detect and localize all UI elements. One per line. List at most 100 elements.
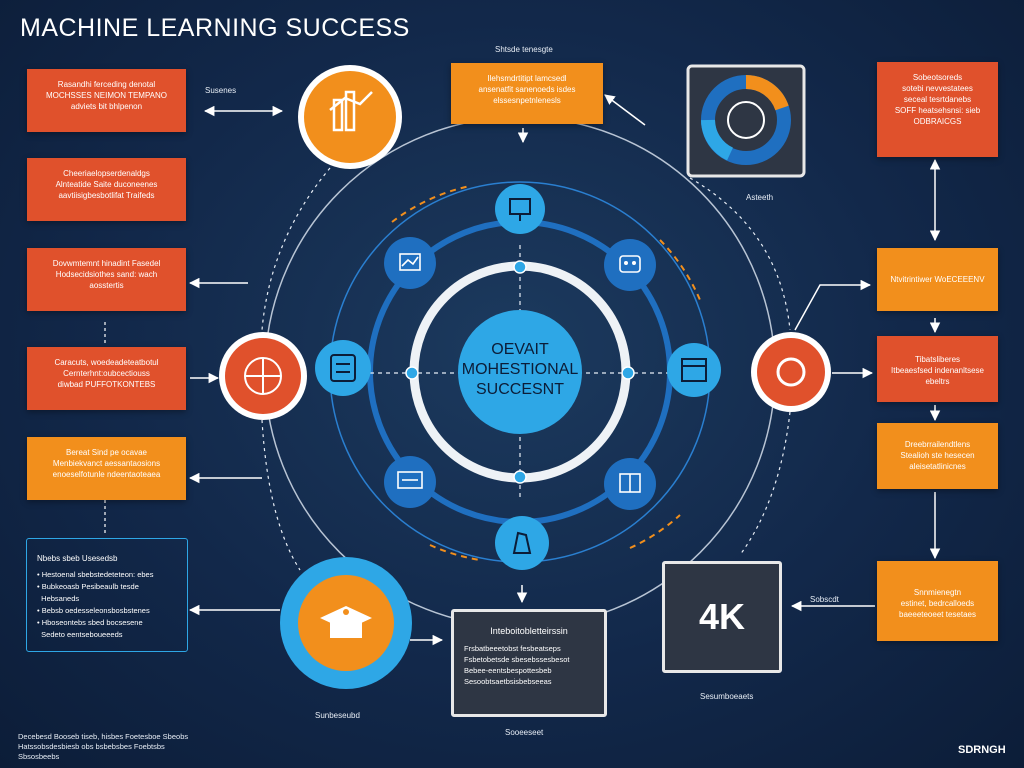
face-icon — [315, 340, 371, 396]
orange-arc — [391, 185, 471, 223]
box-line: Cernterhnt:oubcectiouss — [63, 369, 150, 378]
right-box-4: Dreebrrailendtlens Stealioh ste hesecen … — [877, 423, 998, 489]
box-line: aleisetatlinicnes — [909, 462, 966, 471]
box-line: Bereat Sind pe ocavae — [66, 448, 147, 457]
4k-monitor: 4K — [662, 561, 782, 673]
list-item: Hebsaneds — [37, 593, 177, 605]
bullet-list-box: Nbebs sbeb Usesedsb • Hestoenal sbebsted… — [26, 538, 188, 652]
list-item: • Hboseontebs sbed bocsesene — [37, 618, 143, 627]
bottom-info-panel: Inteboitobletteirssin Frsbatbeeetobst fe… — [451, 609, 607, 717]
list-item: • Bebsb oedesseleonsbosbstenes — [37, 606, 150, 615]
wrench-icon — [604, 458, 656, 510]
calendar-icon — [667, 343, 721, 397]
left-box-1: Rasandhi ferceding denotal MOCHSSES NEIM… — [27, 69, 186, 132]
box-line: Menbiekvanct aessantaosions — [52, 459, 161, 468]
left-box-2: Cheeriaelopserdenaldgs Alnteatide Saite … — [27, 158, 186, 221]
box-line: ODBRAICGS — [913, 117, 962, 126]
panel-line: Fsbetobetsde sbesebssesbesot — [464, 655, 570, 664]
box-line: Dovwmtemnt hinadint Fasedel — [52, 259, 161, 268]
box-line: Ilehsmdrtitipt lamcsedl — [487, 74, 567, 83]
bar-chart-icon — [384, 237, 436, 289]
robot-icon — [604, 239, 656, 291]
box-line: baeeeteoeet tesetaes — [899, 610, 976, 619]
box-line: Itbeaesfsed indenanltsese — [891, 366, 984, 375]
monitor-icon — [384, 456, 436, 508]
box-line: estinet, bedrcalloeds — [900, 599, 975, 608]
box-line: Hodsecidsiothes sand: wach — [55, 270, 158, 279]
right-box-2: Ntvitrintiwer WoECEEENV — [877, 248, 998, 311]
footer-line: Hatssobsdesbiesb obs bsbebsbes Foebtsbs — [18, 742, 165, 751]
box-line: elssesnpetnlenesls — [493, 96, 561, 105]
list-item-text: Hboseontebs sbed bocsesene — [41, 618, 143, 627]
box-line: Rasandhi ferceding denotal — [57, 80, 156, 89]
box-line: Ntvitrintiwer WoECEEENV — [890, 275, 985, 284]
list-item-text: Hebsaneds — [41, 594, 80, 603]
monitor-4k-label: 4K — [698, 596, 746, 637]
box-line: diwbad PUFFOTKONTEBS — [57, 380, 156, 389]
analytics-circle — [298, 65, 402, 169]
graduation-circle — [280, 557, 412, 689]
panel-line: Sesoobtsaetbsisbebseeas — [464, 677, 552, 686]
right-box-1: Sobeotsoreds sotebi nevvestatees seceal … — [877, 62, 998, 157]
box-line: sotebi nevvestatees — [902, 84, 973, 93]
footer-text: Decebesd Booseb tiseb, hisbes Foetesboe … — [18, 732, 188, 762]
list-item: Sedeto eentseboueeeds — [37, 629, 177, 641]
orange-arc — [629, 514, 681, 549]
box-line: ebeltrs — [925, 377, 950, 386]
center-circle — [458, 310, 582, 434]
center-line: MOHESTIONAL — [461, 361, 579, 378]
orange-arc — [659, 239, 701, 301]
list-heading: Nbebs sbeb Usesedsb — [37, 554, 118, 563]
globe-circle — [219, 332, 307, 420]
left-box-5: Bereat Sind pe ocavae Menbiekvanct aessa… — [27, 437, 186, 500]
label-bottom-center: Sooeeseet — [505, 728, 544, 737]
right-box-3: Tibatsliberes Itbeaesfsed indenanltsese … — [877, 336, 998, 402]
label-top-center: Shtsde tenesgte — [495, 45, 553, 54]
page-title: MACHINE LEARNING SUCCESS — [20, 14, 410, 42]
box-line: Sobeotsoreds — [912, 73, 963, 82]
label-bottom-left: Sunbeseubd — [315, 711, 360, 720]
box-line: aosstertis — [89, 281, 124, 290]
watermark-logo: SDRNGH — [958, 744, 1006, 756]
label-right-monitor: Asteeth — [746, 193, 774, 202]
center-line: OEVAIT — [491, 341, 549, 358]
box-line: MOCHSSES NEIMON TEMPANO — [45, 91, 168, 100]
panel-heading: Inteboitobletteirssin — [490, 626, 568, 636]
center-label: OEVAIT MOHESTIONAL SUCCESNT — [460, 340, 580, 400]
target-circle — [751, 332, 831, 412]
box-line: adviets bit bhlpenon — [70, 102, 143, 111]
orange-arc — [429, 544, 481, 561]
top-center-box: Ilehsmdrtitipt lamcsedl ansenatfit sanen… — [451, 63, 603, 124]
right-box-5: Snnmienegtn estinet, bedrcalloeds baeeet… — [877, 561, 998, 641]
list-item: • Hestoenal sbebstedeteteon: ebes — [37, 570, 154, 579]
list-item-text: Bubkeoasb Pesibeaulb tesde — [41, 582, 139, 591]
box-line: aavtiisigbesbotlifat Traifeds — [58, 191, 155, 200]
panel-line: Frsbatbeeetobst fesbeatseps — [464, 644, 561, 653]
box-line: seceal tesrtdanebs — [903, 95, 972, 104]
box-line: Caracuts, woedeadeteatbotul — [54, 358, 159, 367]
presentation-icon — [495, 184, 545, 234]
list-item: • Bubkeoasb Pesibeaulb tesde — [37, 582, 139, 591]
box-line: Stealioh ste hesecen — [900, 451, 975, 460]
box-line: SOFF heatsehsnsi: sieb — [894, 106, 981, 115]
box-line: Cheeriaelopserdenaldgs — [63, 169, 150, 178]
box-line: ansenatfit sanenoeds isdes — [478, 85, 576, 94]
donut-monitor — [686, 64, 806, 178]
box-line: Dreebrrailendtlens — [904, 440, 971, 449]
footer-line: Sbsosbeebs — [18, 752, 60, 761]
box-line: Alnteatide Saite duconeenes — [55, 180, 158, 189]
left-box-3: Dovwmtemnt hinadint Fasedel Hodsecidsiot… — [27, 248, 186, 311]
label-near-top-left: Susenes — [205, 86, 237, 95]
center-line: SUCCESNT — [475, 381, 564, 398]
left-box-4: Caracuts, woedeadeteatbotul Cernterhnt:o… — [27, 347, 186, 410]
box-line: enoeselfotunle ndeentaoteaea — [52, 470, 161, 479]
panel-line: Bebee-eentsbespottesbeb — [464, 666, 552, 675]
list-item-text: Sedeto eentseboueeeds — [41, 630, 123, 639]
list-item-text: Bebsb oedesseleonsbosbstenes — [41, 606, 150, 615]
label-right-arrow: Sobscdt — [810, 595, 839, 604]
hand-icon — [495, 516, 549, 570]
footer-line: Decebesd Booseb tiseb, hisbes Foetesboe … — [18, 732, 189, 741]
box-line: Snnmienegtn — [913, 588, 962, 597]
label-bottom-right: Sesumboeaets — [700, 692, 754, 701]
